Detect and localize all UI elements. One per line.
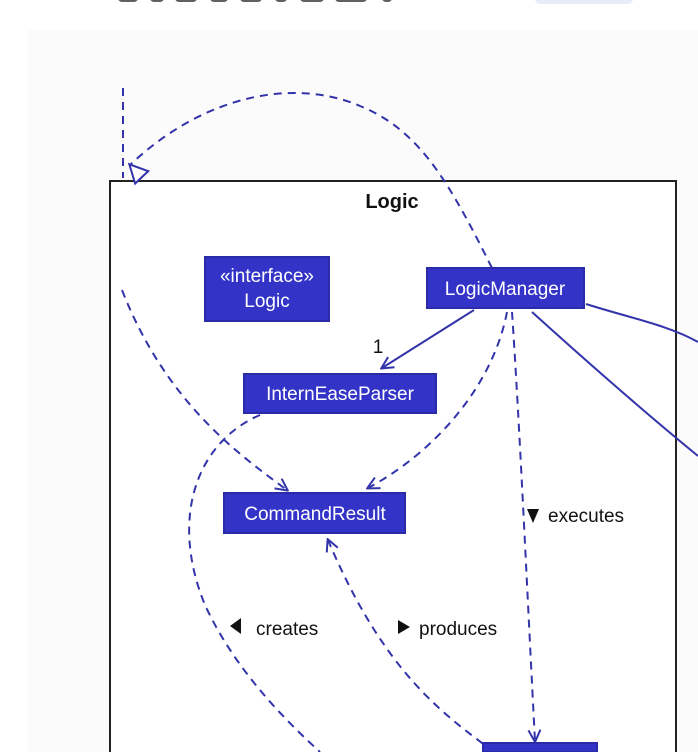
produces-direction-icon	[398, 620, 410, 634]
logic-interface-class	[204, 256, 330, 322]
partial-top-text	[118, 0, 138, 2]
logic-interface-name: Logic	[244, 291, 289, 312]
interneaseparser-class-name: InternEaseParser	[266, 384, 415, 405]
parser-creates-command-line	[188, 414, 321, 752]
commandresult-class-name: CommandResult	[244, 504, 386, 525]
logicmanager-to-parser-association	[382, 309, 475, 368]
logicmanager-class-name: LogicManager	[445, 279, 566, 300]
inline-code-highlight	[535, 0, 633, 4]
partial-top-text	[240, 0, 262, 2]
executes-direction-icon	[527, 509, 539, 523]
commandresult-class	[223, 492, 406, 534]
executes-label: executes	[548, 506, 624, 527]
top-document-strip	[0, 0, 698, 30]
logicmanager-implements-logic-line	[130, 91, 493, 269]
creates-direction-icon	[230, 618, 241, 634]
interface-to-commandresult-dependency	[121, 289, 287, 490]
logic-package-title: Logic	[365, 191, 418, 213]
partial-top-text	[210, 0, 228, 2]
partial-top-text	[175, 0, 197, 2]
partial-top-text	[300, 0, 324, 2]
logicmanager-offpage-association-upper	[585, 303, 698, 343]
logicmanager-class	[426, 267, 585, 309]
partial-offscreen-class	[482, 742, 598, 752]
logic-interface-stereotype: «interface»	[220, 266, 314, 287]
partial-top-text	[150, 0, 164, 2]
partial-top-text	[275, 0, 287, 2]
creates-label: creates	[256, 619, 318, 640]
partial-top-text	[335, 0, 367, 2]
partial-top-text	[382, 0, 392, 2]
logic-package-boundary	[109, 180, 677, 752]
produces-label: produces	[419, 619, 497, 640]
association-multiplicity-label: 1	[373, 337, 384, 358]
interneaseparser-class	[243, 373, 437, 414]
logicmanager-to-commandresult-dependency	[368, 311, 508, 488]
logicmanager-offpage-association-lower	[531, 311, 698, 457]
